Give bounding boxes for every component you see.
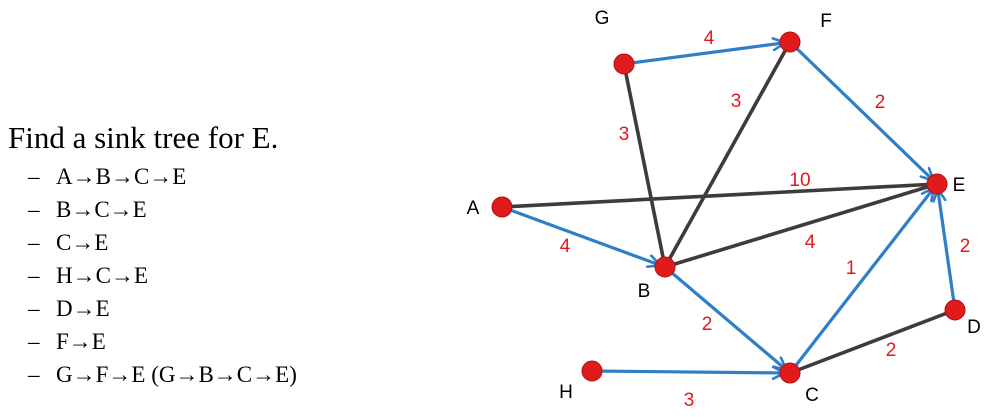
- node-e: [926, 173, 948, 195]
- path-text: H→C→E: [56, 263, 148, 288]
- node-d: [944, 299, 966, 321]
- edge-b-c: [663, 265, 788, 372]
- node-c: [779, 362, 801, 384]
- node-b: [654, 256, 676, 278]
- node-label-b: B: [638, 281, 651, 302]
- edge-f-e: [788, 40, 936, 183]
- path-text: G→F→E (G→B→C→E): [56, 362, 297, 387]
- node-label-e: E: [953, 175, 966, 196]
- node-h: [581, 360, 603, 382]
- edge-a-b: [500, 205, 662, 265]
- weight-label-b-c: 2: [702, 314, 713, 335]
- weight-label-f-b: 3: [731, 91, 742, 112]
- path-item: –D→E: [28, 296, 110, 321]
- question-heading: Find a sink tree for E.: [8, 120, 279, 155]
- path-text: F→E: [56, 329, 106, 354]
- node-label-d: D: [967, 317, 981, 338]
- weight-label-d-e: 2: [960, 236, 971, 257]
- edge-g-f: [622, 43, 787, 66]
- path-text: A→B→C→E: [56, 164, 187, 189]
- labels-layer: A B C D E F G H 10 3 3 4 2 4 2 4 2 1 2 3: [467, 8, 981, 411]
- path-text: D→E: [56, 296, 110, 321]
- weight-label-h-c: 3: [684, 390, 695, 411]
- text-panel: Find a sink tree for E. –A→B→C→E –B→C→E …: [8, 118, 297, 391]
- weight-label-a-b: 4: [560, 236, 571, 257]
- edge-h-c: [590, 371, 787, 373]
- path-list: –A→B→C→E –B→C→E –C→E –H→C→E –D→E –F→E –G…: [8, 160, 297, 391]
- path-item: –B→C→E: [28, 197, 147, 222]
- edges-layer: [500, 40, 957, 375]
- path-item: –G→F→E (G→B→C→E): [28, 362, 297, 387]
- node-label-a: A: [467, 198, 480, 219]
- weight-label-g-b: 3: [619, 124, 630, 145]
- edge-a-e: [500, 182, 939, 209]
- path-item: –F→E: [28, 329, 106, 354]
- path-item: –C→E: [28, 230, 109, 255]
- weight-label-f-e: 2: [875, 92, 886, 113]
- node-label-f: F: [820, 11, 832, 32]
- edge-f-b: [663, 40, 792, 269]
- node-label-c: C: [805, 385, 819, 406]
- weight-label-g-f: 4: [704, 28, 715, 49]
- edge-d-c: [788, 308, 957, 375]
- nodes-layer: [491, 31, 966, 384]
- edge-d-e: [938, 187, 957, 312]
- weight-label-c-e: 1: [846, 258, 857, 279]
- edge-g-b: [622, 62, 667, 269]
- weight-label-b-e: 4: [805, 232, 816, 253]
- node-label-g: G: [595, 8, 610, 29]
- edge-b-e: [663, 182, 939, 269]
- path-text: B→C→E: [56, 197, 147, 222]
- path-item: –A→B→C→E: [28, 164, 187, 189]
- edge-c-e: [788, 186, 936, 375]
- node-f: [779, 31, 801, 53]
- node-g: [613, 53, 635, 75]
- weight-label-a-e: 10: [789, 170, 810, 191]
- weight-label-d-c: 2: [886, 340, 897, 361]
- node-a: [491, 196, 513, 218]
- path-item: –H→C→E: [28, 263, 148, 288]
- node-label-h: H: [559, 382, 573, 403]
- path-text: C→E: [56, 230, 109, 255]
